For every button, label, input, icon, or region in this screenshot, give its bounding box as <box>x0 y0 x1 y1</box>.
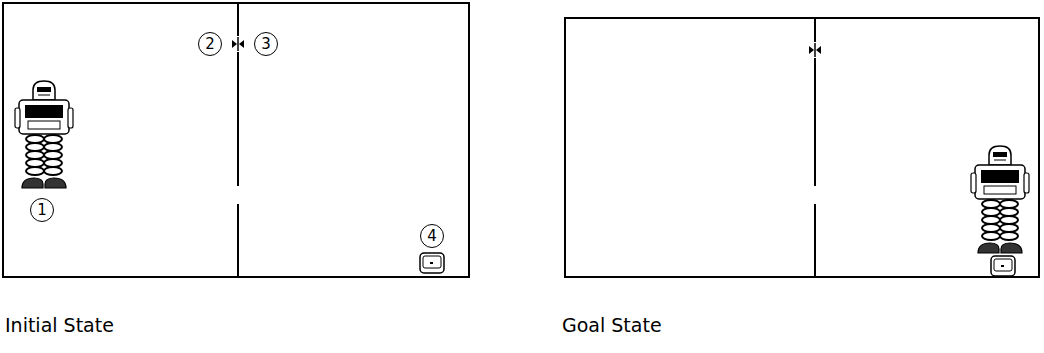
state-caption: Initial State <box>5 314 114 337</box>
robot-figure <box>15 81 73 188</box>
callout-circle: 2 <box>198 32 222 56</box>
state-caption: Goal State <box>562 314 662 337</box>
box-object <box>991 256 1015 276</box>
callout-circle: 3 <box>254 32 278 56</box>
callout-number: 3 <box>261 37 271 52</box>
initial-room <box>3 3 469 277</box>
callout-number: 2 <box>205 37 215 52</box>
box-object <box>420 253 444 273</box>
goal-room <box>565 18 1039 277</box>
callout-number: 1 <box>37 203 47 218</box>
callout-circle: 1 <box>30 198 54 222</box>
callout-circle: 4 <box>420 224 444 248</box>
robot-figure <box>971 146 1029 253</box>
callout-number: 4 <box>427 229 437 244</box>
